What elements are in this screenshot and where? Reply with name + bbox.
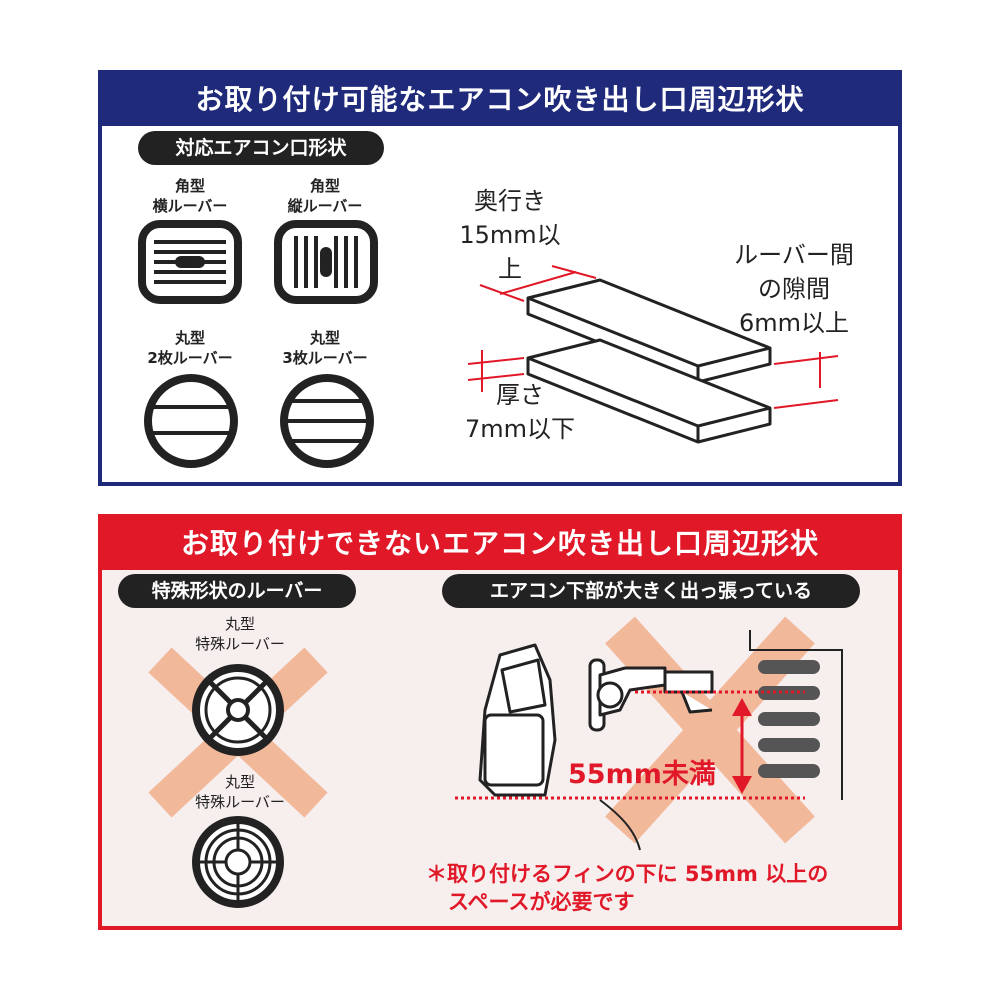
- special-louver-pill: 特殊形状のルーバー: [118, 574, 356, 608]
- ng-vent-label-2: 丸型特殊ルーバー: [195, 773, 285, 811]
- square-vertical-louver-icon: [274, 220, 378, 304]
- protruding-aircon-illustration: [455, 616, 843, 851]
- clearance-note: ＊取り付けるフィンの下に 55mm 以上の スペースが必要です: [426, 862, 829, 914]
- round-concentric-louver-icon: [192, 816, 284, 908]
- square-horizontal-louver-icon: [138, 220, 242, 304]
- incompatible-title: お取り付けできないエアコン吹き出し口周辺形状: [102, 518, 898, 570]
- vent-label-square-horizontal: 角型横ルーバー: [152, 177, 228, 215]
- ng-vent-label-1: 丸型特殊ルーバー: [195, 615, 285, 653]
- fin-dimension-diagram: [467, 265, 839, 444]
- clearance-measure-label: 55mm未満: [568, 759, 716, 790]
- compatible-title: お取り付け可能なエアコン吹き出し口周辺形状: [102, 74, 898, 126]
- round-2-louver-icon: [144, 374, 238, 468]
- compatible-shapes-pill: 対応エアコン口形状: [138, 131, 384, 165]
- protruding-bottom-pill: エアコン下部が大きく出っ張っている: [442, 574, 860, 608]
- vent-label-square-vertical: 角型縦ルーバー: [287, 177, 363, 215]
- round-cross-louver-icon: [192, 664, 284, 756]
- round-3-louver-icon: [280, 374, 374, 468]
